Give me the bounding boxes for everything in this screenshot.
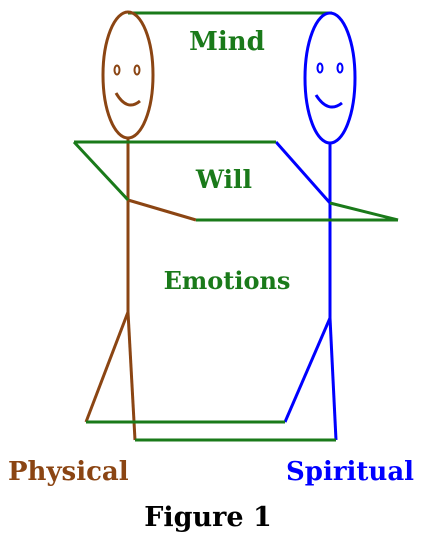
will-label: Will bbox=[195, 165, 252, 194]
physical-arm bbox=[127, 198, 197, 222]
physical-right-leg bbox=[126, 311, 137, 441]
physical-figure bbox=[84, 10, 197, 441]
physical-label: Physical bbox=[8, 457, 129, 487]
base-plane bbox=[86, 420, 336, 442]
figure-caption: Figure 1 bbox=[144, 502, 272, 533]
physical-smile bbox=[114, 92, 141, 107]
physical-left-eye bbox=[113, 64, 121, 76]
will-plane bbox=[72, 140, 399, 222]
spiritual-smile bbox=[314, 94, 343, 109]
spiritual-left-leg bbox=[283, 317, 332, 423]
emotions-label: Emotions bbox=[164, 266, 291, 295]
spiritual-right-eye bbox=[336, 62, 344, 74]
spiritual-label: Spiritual bbox=[286, 457, 414, 487]
spiritual-arm bbox=[274, 141, 332, 204]
spiritual-right-leg bbox=[328, 317, 338, 441]
mind-label: Mind bbox=[189, 27, 265, 57]
spiritual-head bbox=[303, 11, 357, 145]
spiritual-left-eye bbox=[316, 62, 324, 74]
physical-left-leg bbox=[84, 311, 130, 423]
spiritual-figure bbox=[274, 11, 357, 441]
physical-head bbox=[101, 10, 155, 140]
physical-right-eye bbox=[133, 64, 141, 76]
